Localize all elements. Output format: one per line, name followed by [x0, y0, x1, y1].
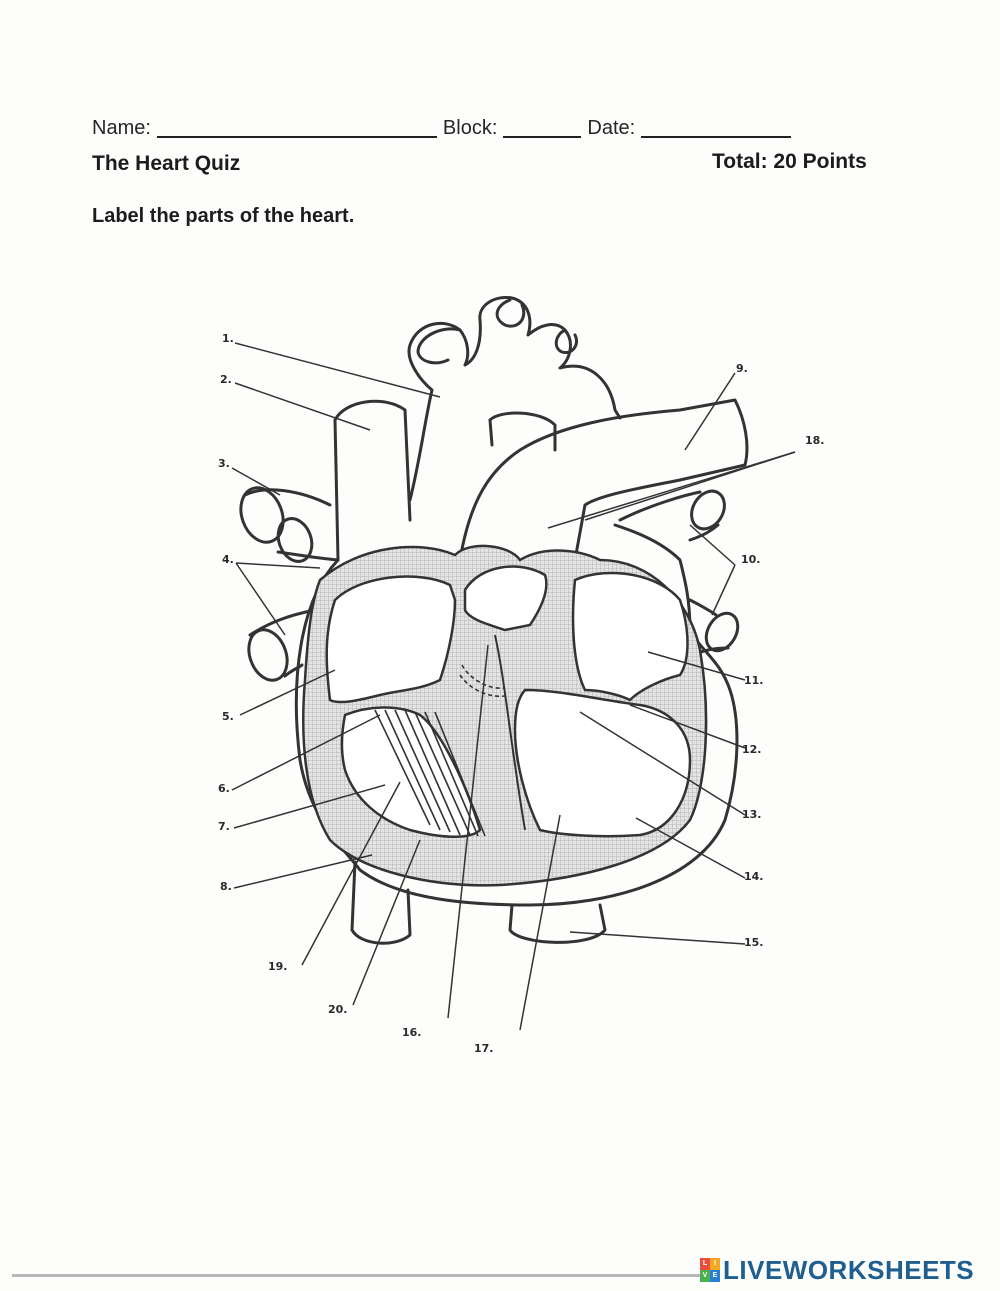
quiz-total-points: Total: 20 Points	[712, 150, 867, 173]
label-10: 10.	[741, 553, 761, 566]
liveworksheets-brand: L I V E LIVEWORKSHEETS	[700, 1254, 975, 1285]
student-info-row: Name: Block: Date:	[92, 110, 832, 140]
label-11: 11.	[744, 674, 764, 687]
label-5: 5.	[222, 710, 234, 723]
quiz-instruction: Label the parts of the heart.	[92, 205, 355, 227]
brand-name: LIVEWORKSHEETS	[723, 1254, 975, 1285]
block-blank[interactable]	[503, 114, 582, 138]
label-20: 20.	[328, 1003, 348, 1016]
label-2: 2.	[220, 373, 232, 386]
label-8: 8.	[220, 880, 232, 893]
label-18: 18.	[805, 434, 825, 447]
label-leader-lines	[231, 342, 796, 1031]
name-blank[interactable]	[156, 114, 437, 138]
label-19: 19.	[268, 960, 288, 973]
name-label: Name:	[92, 117, 151, 139]
label-17: 17.	[474, 1042, 494, 1055]
label-9: 9.	[736, 362, 748, 375]
label-14: 14.	[744, 870, 764, 883]
label-3: 3.	[218, 457, 230, 470]
heart-outline	[239, 295, 749, 945]
heart-myocardium	[302, 544, 708, 887]
label-6: 6.	[218, 782, 230, 795]
liveworksheets-logo-icon: L I V E	[700, 1258, 720, 1282]
date-blank[interactable]	[641, 114, 792, 138]
label-1: 1.	[222, 332, 234, 345]
block-label: Block:	[442, 117, 498, 139]
label-12: 12.	[742, 743, 762, 756]
label-4: 4.	[222, 553, 234, 566]
label-16: 16.	[402, 1026, 422, 1039]
label-15: 15.	[744, 936, 764, 949]
quiz-title: The Heart Quiz	[92, 152, 241, 175]
label-13: 13.	[742, 808, 762, 821]
label-7: 7.	[218, 820, 230, 833]
date-label: Date:	[587, 117, 636, 139]
footer-rule	[12, 1274, 702, 1277]
